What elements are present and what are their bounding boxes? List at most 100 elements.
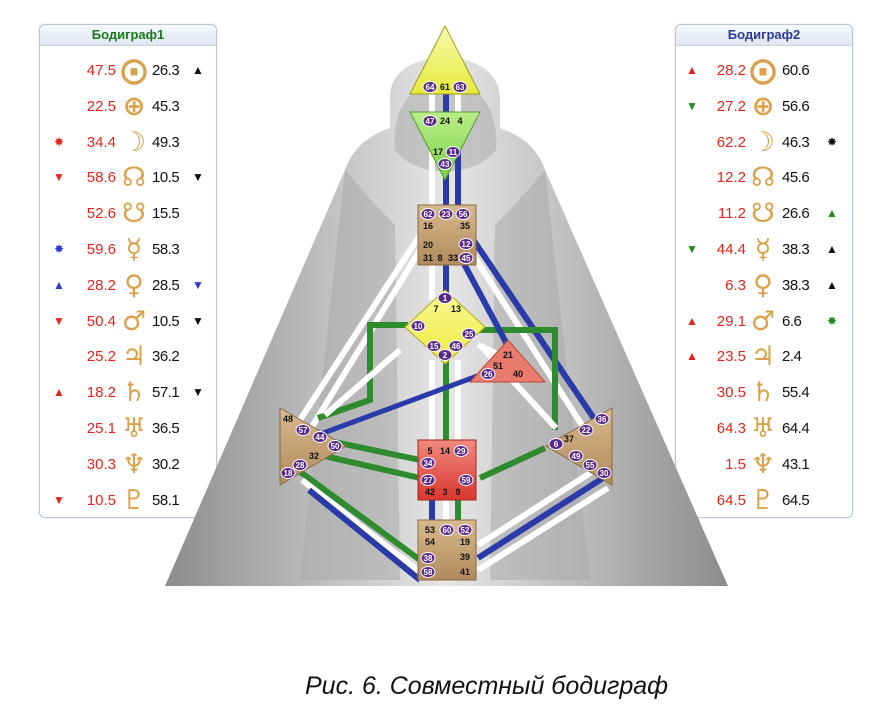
planet-row: 11.2☋26.6▲ [676,197,852,231]
sun-icon: ⨀ [749,55,777,86]
gate-value-personality: 28.5 [152,276,180,294]
gate-value-design: 18.2 [86,384,116,402]
gate-value-personality: 46.3 [782,133,810,151]
gate-label-1: 1 [443,294,448,303]
active-gate-23 [438,208,454,220]
gate-label-28: 28 [296,461,305,470]
gate-value-design: 29.1 [716,312,746,330]
active-gate-34 [420,457,436,469]
active-gate-63 [452,81,468,93]
active-gate-10 [410,320,426,332]
gate-label-35: 35 [460,221,470,231]
gate-label-9: 9 [455,487,460,497]
gate-value-personality: 43.1 [782,455,810,473]
gate-value-design: 64.5 [716,491,746,509]
gate-label-7: 7 [433,304,438,314]
planet-row: 12.2☊45.6 [676,161,852,195]
gate-label-51: 51 [493,361,503,371]
active-gate-62 [420,208,436,220]
gate-value-personality: 26.3 [152,62,180,79]
south-node-icon: ☋ [122,198,146,230]
gate-value-personality: 58.3 [152,241,180,258]
active-gate-25 [461,328,477,340]
gate-label-47: 47 [426,117,435,126]
marker-left: ▼ [53,313,65,328]
mercury-icon: ☿ [125,234,143,265]
gate-label-21: 21 [503,350,513,360]
gate-value-design: 22.5 [86,97,116,115]
active-gate-43 [437,158,453,170]
planet-row: 25.1♅36.5 [40,412,216,446]
gate-label-31: 31 [423,253,433,263]
gate-label-20: 20 [423,240,433,250]
gate-label-39: 39 [460,552,470,562]
gate-label-26: 26 [484,370,493,379]
marker-right: ▲ [826,242,838,256]
planet-row: ▼44.4☿38.3▲ [676,233,852,267]
gate-value-design: 47.5 [86,62,116,79]
gate-label-3: 3 [442,487,447,497]
active-gate-56 [455,208,471,220]
gate-value-design: 64.3 [716,420,746,437]
marker-right: ▼ [192,277,204,292]
active-gate-29 [453,445,469,457]
gate-value-design: 1.5 [725,455,746,473]
active-gate-38 [420,552,436,564]
active-gate-11 [445,146,461,158]
gate-value-personality: 36.2 [152,348,180,366]
active-gate-57 [295,424,311,436]
marker-left: ✸ [53,134,65,149]
venus-icon: ♀ [124,269,144,301]
gate-label-50: 50 [331,442,340,451]
planet-row: ✸59.6☿58.3 [40,233,216,267]
panel-title: Бодиграф2 [676,25,852,46]
gate-value-personality: 58.1 [152,491,180,509]
gate-label-27: 27 [424,476,433,485]
gate-label-58: 58 [424,568,433,577]
gate-value-personality: 2.4 [782,348,802,366]
gate-value-personality: 45.3 [152,97,180,115]
gate-value-design: 28.2 [716,62,746,79]
active-gate-36 [594,413,610,425]
planet-row: ▼50.4♂10.5▼ [40,305,216,339]
active-gate-22 [578,424,594,436]
gate-value-design: 58.6 [86,169,116,187]
gate-value-design: 6.3 [725,276,746,294]
gate-value-personality: 64.5 [782,491,810,509]
gate-label-52: 52 [461,526,470,535]
gate-label-46: 46 [452,342,461,351]
gate-label-6: 6 [554,440,559,449]
active-gate-58 [420,566,436,578]
gate-value-personality: 38.3 [782,241,810,258]
gate-label-32: 32 [309,451,319,461]
sun-icon: ⨀ [120,55,148,86]
active-gate-6 [548,438,564,450]
gate-value-design: 12.2 [716,169,746,187]
planet-row: ▲29.1♂6.6✸ [676,305,852,339]
marker-left: ▲ [53,277,65,292]
active-gate-2 [437,349,453,361]
neptune-icon: ♆ [750,448,776,480]
gate-label-53: 53 [425,525,435,535]
active-gate-60 [439,524,455,536]
active-gate-55 [582,459,598,471]
gate-label-4: 4 [457,116,462,126]
gate-value-personality: 10.5 [152,312,180,330]
gate-label-48: 48 [283,414,293,424]
planet-row: ✸34.4☽49.3 [40,126,216,160]
marker-right: ▲ [826,277,838,292]
gate-label-54: 54 [425,537,435,547]
gate-label-56: 56 [459,210,468,219]
gate-value-design: 10.5 [86,491,116,509]
marker-left: ▲ [53,385,65,400]
gate-label-40: 40 [513,369,523,379]
active-gate-1 [437,292,453,304]
gate-label-16: 16 [423,221,433,231]
marker-right: ▲ [192,63,204,77]
g-center [404,289,486,365]
gate-value-design: 27.2 [716,97,746,115]
marker-left: ▼ [53,492,65,507]
gate-value-personality: 49.3 [152,133,180,151]
uranus-icon: ♅ [750,413,776,444]
gate-label-10: 10 [414,322,423,331]
